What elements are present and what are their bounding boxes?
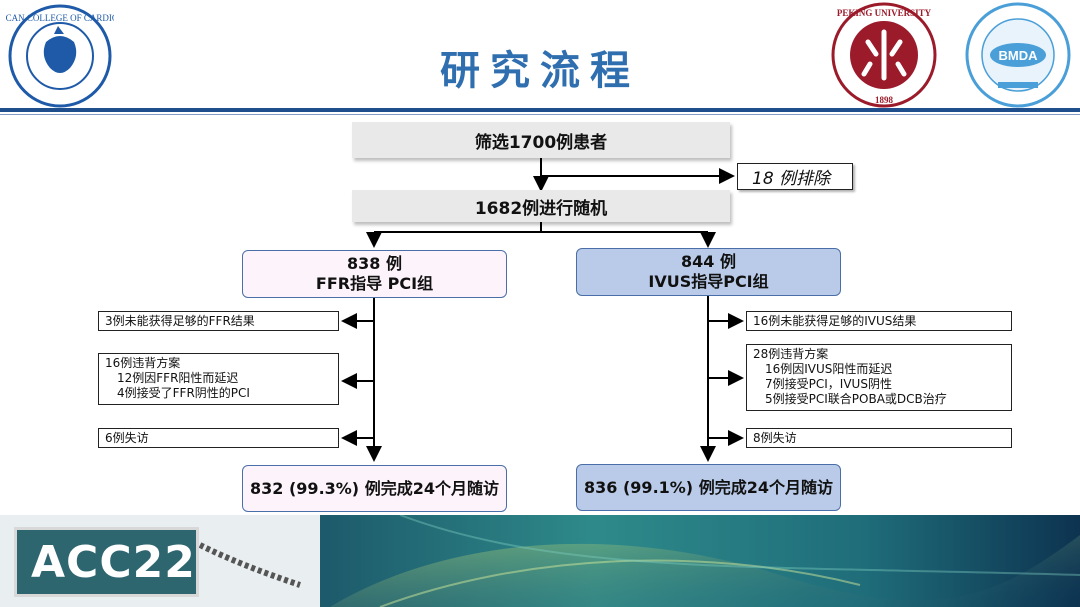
ffr-note-lost: 6例失访 [98,428,339,448]
acc-seal-text: AMERICAN COLLEGE OF CARDIOLOGY [6,13,114,23]
peking-university-logo: PEKING UNIVERSITY 1898 [828,2,940,108]
ivus-arm-box: 844 例 IVUS指导PCI组 [576,248,841,296]
ivus-arm-count: 844 例 [681,252,736,271]
bmda-text: BMDA [999,48,1039,63]
acc-seal-logo: AMERICAN COLLEGE OF CARDIOLOGY [6,4,114,108]
randomized-box: 1682例进行随机 [352,190,730,222]
acc22-logo: ACC22 [14,527,199,597]
ivus-complete-box: 836 (99.1%) 例完成24个月随访 [576,464,841,511]
bmda-logo: BMDA [962,2,1074,108]
ivus-note-protocol-line: 7例接受PCI，IVUS阴性 [765,377,892,391]
ivus-note-protocol-title: 28例违背方案 [753,347,829,361]
ffr-note-protocol-title: 16例违背方案 [105,356,181,370]
ivus-arm-label: IVUS指导PCI组 [648,272,769,291]
ffr-arm-box: 838 例 FFR指导 PCI组 [242,250,507,298]
ivus-note-protocol: 28例违背方案 16例因IVUS阳性而延迟 7例接受PCI，IVUS阴性 5例接… [746,344,1012,411]
ivus-note-insufficient: 16例未能获得足够的IVUS结果 [746,311,1012,331]
screened-box: 筛选1700例患者 [352,122,730,158]
ivus-note-protocol-line: 16例因IVUS阳性而延迟 [765,362,893,376]
ffr-note-protocol-line: 4例接受了FFR阴性的PCI [117,386,250,400]
ffr-note-protocol-line: 12例因FFR阳性而延迟 [117,371,239,385]
page-title: 研究流程 [440,48,640,94]
ffr-note-insufficient: 3例未能获得足够的FFR结果 [98,311,339,331]
header-rule [0,108,1080,112]
ivus-note-lost: 8例失访 [746,428,1012,448]
ivus-note-protocol-line: 5例接受PCI联合POBA或DCB治疗 [765,392,947,406]
excluded-box: 18 例排除 [737,163,853,190]
header-rule-thin [0,114,1080,115]
pku-year-text: 1898 [875,95,894,105]
ffr-arm-label: FFR指导 PCI组 [315,274,434,293]
ffr-arm-count: 838 例 [347,254,402,273]
pku-name-text: PEKING UNIVERSITY [837,8,932,18]
ffr-note-protocol: 16例违背方案 12例因FFR阳性而延迟 4例接受了FFR阴性的PCI [98,353,339,405]
ffr-complete-box: 832 (99.3%) 例完成24个月随访 [242,465,507,512]
